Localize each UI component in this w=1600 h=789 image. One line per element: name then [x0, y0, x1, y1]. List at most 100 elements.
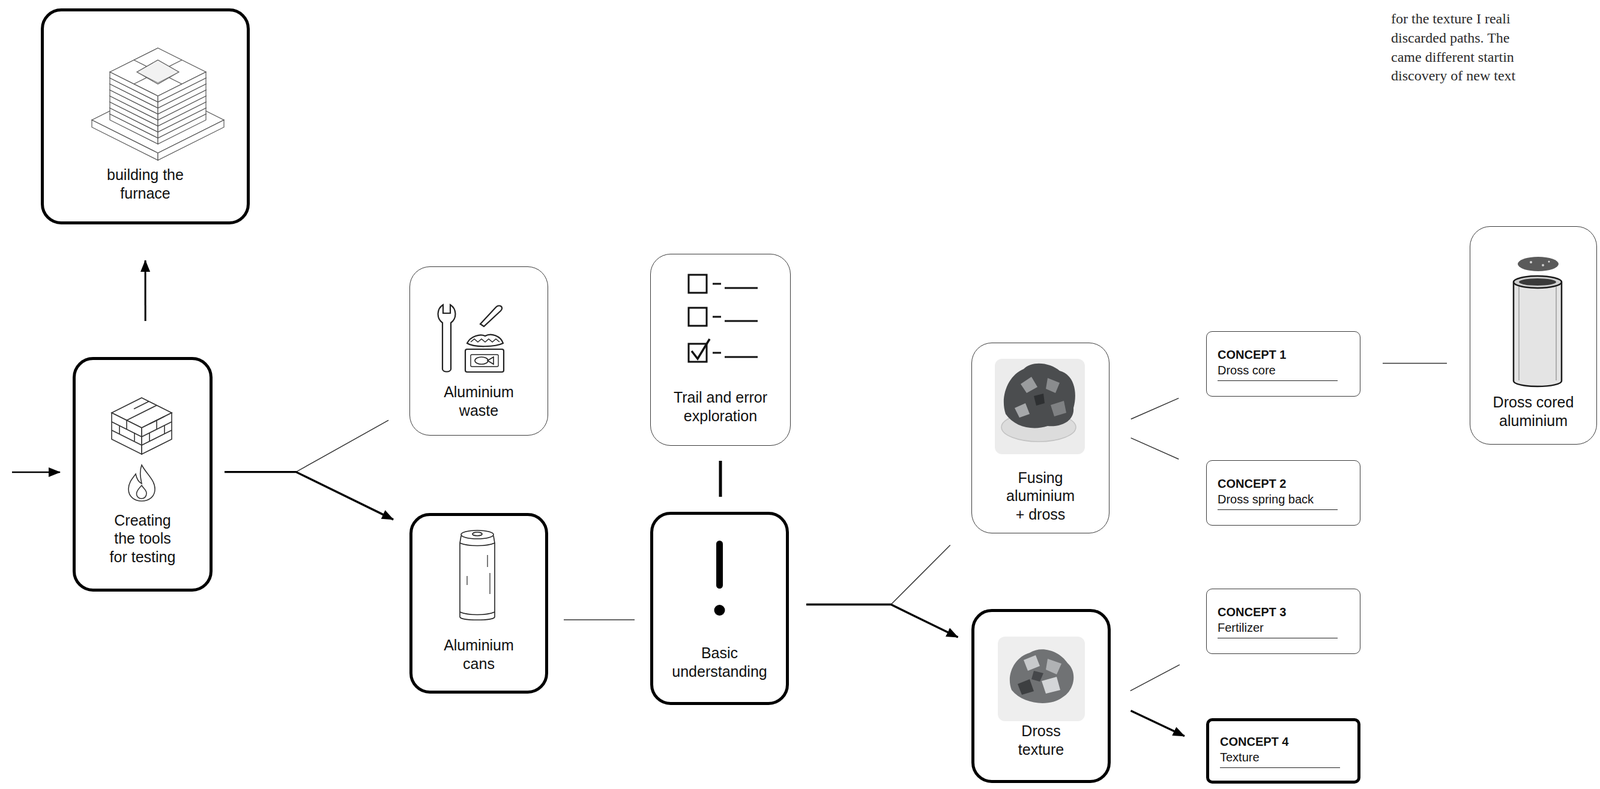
node-label: Dross texture — [1011, 722, 1072, 759]
texture-photo — [1031, 671, 1044, 683]
dross-cored-cylinder — [1529, 261, 1533, 264]
texture-photo — [1041, 677, 1061, 695]
dross-cored-cylinder — [1541, 264, 1545, 267]
node-label: building the furnace — [97, 165, 194, 203]
connector — [224, 472, 394, 520]
fusing-photo — [994, 359, 1085, 455]
concept-label: Dross spring back — [1217, 492, 1338, 511]
can-icon — [489, 573, 490, 595]
concept-box: CONCEPT 3Fertilizer — [1206, 588, 1361, 655]
can-icon — [459, 543, 495, 547]
note-text: discovery of new text — [1391, 67, 1516, 85]
checklist-icon — [712, 316, 722, 319]
connector — [806, 605, 959, 638]
can-icon — [486, 555, 488, 568]
process-box: Aluminium waste — [409, 266, 549, 436]
waste-icon — [465, 349, 504, 373]
concept-label: Texture — [1219, 750, 1341, 769]
dross-cored-cylinder — [1518, 284, 1519, 381]
texture-photo — [1045, 659, 1062, 675]
flame-icon — [128, 465, 155, 502]
brick-cube-icon — [111, 413, 142, 455]
dross-cored-cylinder — [1518, 278, 1557, 286]
waste-icon — [438, 304, 456, 373]
connector — [719, 461, 723, 498]
dross-cored-cylinder — [1513, 282, 1562, 387]
can-icon — [459, 612, 495, 616]
flame-icon — [128, 465, 155, 502]
connector — [806, 545, 951, 606]
fusing-photo — [1033, 393, 1045, 406]
connector — [1131, 438, 1180, 460]
building-icon — [91, 48, 224, 161]
connector — [1131, 398, 1179, 420]
dross-cored-cylinder — [1555, 284, 1557, 381]
fusing-photo — [1020, 377, 1038, 394]
dross-cored-cylinder — [1548, 261, 1551, 263]
texture-photo — [997, 636, 1085, 722]
waste-icon — [467, 335, 504, 348]
brick-cube-icon — [118, 425, 121, 435]
can-icon — [472, 532, 483, 537]
can-icon — [459, 530, 495, 621]
brick-cube-icon — [126, 420, 128, 430]
process-box: Basic understanding — [650, 512, 789, 706]
process-box: Aluminium cans — [409, 513, 549, 695]
building-icon — [136, 60, 179, 85]
texture-photo — [1023, 655, 1040, 672]
checklist-icon — [712, 283, 722, 286]
node-label: Aluminium waste — [440, 383, 519, 420]
brick-cube-icon — [133, 401, 149, 410]
brick-cube-icon — [163, 425, 166, 435]
can-icon — [461, 530, 494, 540]
checklist-icon — [724, 356, 758, 359]
fusing-photo — [1045, 378, 1060, 394]
brick-cube-icon — [133, 432, 136, 442]
process-box: Trail and error exploration — [650, 253, 791, 447]
note-text: for the texture I reali — [1391, 10, 1511, 28]
node-label: Dross cored aluminium — [1482, 393, 1585, 430]
checklist-icon — [688, 274, 707, 293]
checklist-icon — [724, 287, 758, 290]
process-box: Creating the tools for testing — [72, 357, 213, 592]
concept-heading: CONCEPT 3 — [1217, 605, 1287, 621]
brick-cube-icon — [126, 405, 157, 421]
waste-icon — [470, 339, 500, 343]
connector — [563, 619, 635, 621]
concept-heading: CONCEPT 1 — [1217, 347, 1287, 363]
connector — [144, 260, 147, 322]
brick-cube-icon — [141, 413, 172, 455]
node-label: Fusing aluminium + dross — [1004, 468, 1077, 525]
dross-cored-cylinder — [1517, 256, 1559, 272]
checklist-icon — [688, 274, 758, 363]
waste-icon — [470, 354, 499, 367]
concept-box: CONCEPT 4Texture — [1206, 718, 1361, 785]
concept-heading: CONCEPT 2 — [1217, 476, 1287, 492]
waste-icon — [474, 357, 489, 365]
fusing-photo — [1003, 363, 1076, 429]
process-box: building the furnace — [40, 8, 250, 225]
concept-label: Dross core — [1217, 363, 1338, 382]
process-box: Dross texture — [971, 609, 1111, 784]
can-icon — [466, 576, 468, 586]
connector — [1130, 711, 1184, 737]
note-text: came different startin — [1391, 48, 1515, 67]
node-label: Creating the tools for testing — [104, 511, 182, 567]
brick-cube-icon — [111, 398, 172, 455]
waste-icon — [480, 306, 502, 327]
concept-box: CONCEPT 2Dross spring back — [1206, 460, 1361, 526]
dross-cored-cylinder — [1513, 256, 1562, 387]
waste-icon — [487, 357, 494, 365]
building-icon — [136, 72, 179, 83]
fusing-photo — [1014, 403, 1030, 418]
texture-photo — [1009, 649, 1074, 704]
brick-cube-icon — [156, 420, 158, 430]
building-icon — [133, 60, 182, 85]
connector — [224, 420, 389, 472]
node-label: Aluminium cans — [440, 636, 519, 674]
concept-box: CONCEPT 1Dross core — [1206, 331, 1361, 397]
fusing-photo — [1050, 401, 1067, 417]
note-text: discarded paths. The — [1391, 29, 1510, 47]
